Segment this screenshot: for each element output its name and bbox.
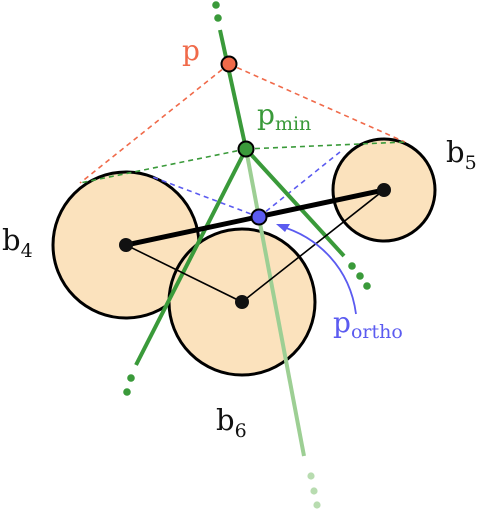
green-dot	[214, 14, 222, 22]
light-green-dot	[310, 487, 318, 495]
label-p: p	[182, 34, 200, 67]
dashed-line-p-b5	[228, 63, 406, 143]
point-p-ortho	[250, 208, 268, 226]
portho-arrow-head	[276, 224, 290, 232]
label-p-ortho: portho	[333, 306, 403, 343]
point-p	[220, 55, 238, 73]
light-green-dot	[307, 472, 315, 480]
dashed-line-pmin-b4	[79, 148, 247, 184]
center-b6	[235, 295, 249, 309]
label-b6: b6	[216, 403, 247, 442]
green-dot	[123, 388, 131, 396]
green-dot	[363, 282, 371, 290]
green-dot	[127, 374, 135, 382]
dashed-line-p-b4	[79, 63, 230, 184]
light-green-line	[244, 148, 306, 457]
label-p-min: pmin	[257, 98, 311, 135]
green-line-left	[134, 148, 248, 366]
label-b4: b4	[2, 223, 33, 262]
dashed-line-portho-b4	[149, 175, 260, 218]
green-dot	[348, 262, 356, 270]
label-b5: b5	[446, 135, 477, 174]
green-line-right	[244, 147, 346, 258]
point-p-min	[237, 140, 255, 158]
green-dot	[356, 272, 364, 280]
green-line-top	[218, 29, 248, 150]
center-b4	[119, 238, 133, 252]
center-b5	[377, 183, 391, 197]
green-dot	[212, 1, 220, 9]
light-green-dot	[313, 501, 321, 509]
portho-arrow	[279, 225, 357, 315]
